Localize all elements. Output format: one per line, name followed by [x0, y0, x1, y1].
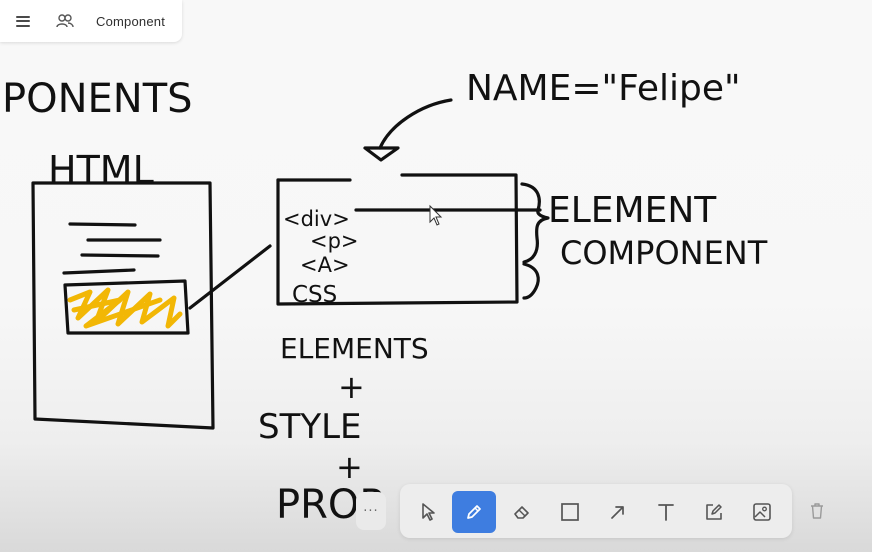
html-page-outline: [31, 181, 215, 430]
name-prop-text: NAME="Felipe": [466, 68, 741, 109]
code-line-div: <div>: [283, 207, 350, 231]
formula-elements: ELEMENTS: [280, 332, 429, 365]
users-icon[interactable]: [56, 14, 74, 28]
tool-image[interactable]: [740, 491, 784, 533]
tool-eraser[interactable]: [500, 491, 544, 533]
element-label: ELEMENT: [548, 190, 717, 231]
formula-plus-2: +: [336, 448, 363, 486]
partial-word-text: PONENTS: [2, 76, 193, 122]
drawing-toolbar: [400, 484, 792, 538]
rectangle-icon: [561, 503, 579, 521]
highlight-scribble: [67, 287, 183, 329]
formula-style: STYLE: [258, 407, 362, 447]
tool-note[interactable]: [692, 491, 736, 533]
formula-plus-1: +: [338, 368, 365, 406]
tool-rectangle[interactable]: [548, 491, 592, 533]
delete-button[interactable]: [800, 492, 834, 530]
trash-icon: [811, 503, 823, 519]
code-line-p: <p>: [310, 229, 359, 253]
html-label: HTML: [48, 148, 154, 192]
highlight-box: [63, 279, 190, 335]
pencil-icon: [467, 505, 481, 519]
top-header: Component: [0, 0, 182, 42]
image-icon: [753, 503, 771, 521]
board-title: Component: [96, 13, 166, 29]
text-icon: [658, 504, 674, 521]
eraser-icon: [514, 506, 529, 519]
tool-arrow[interactable]: [596, 491, 640, 533]
component-label: COMPONENT: [560, 234, 768, 272]
pointer-cursor-icon: [429, 204, 443, 226]
hamburger-menu-icon[interactable]: [16, 15, 30, 27]
more-options-icon: ···: [363, 503, 379, 519]
tool-select[interactable]: [406, 491, 450, 533]
note-edit-icon: [706, 504, 722, 520]
cursor-icon: [422, 503, 435, 521]
tool-text[interactable]: [644, 491, 688, 533]
tool-pen[interactable]: [452, 491, 496, 533]
arrow-icon: [611, 506, 624, 519]
code-line-css: CSS: [292, 282, 337, 308]
more-options-button[interactable]: ···: [356, 492, 386, 530]
code-line-a: <A>: [300, 253, 350, 277]
